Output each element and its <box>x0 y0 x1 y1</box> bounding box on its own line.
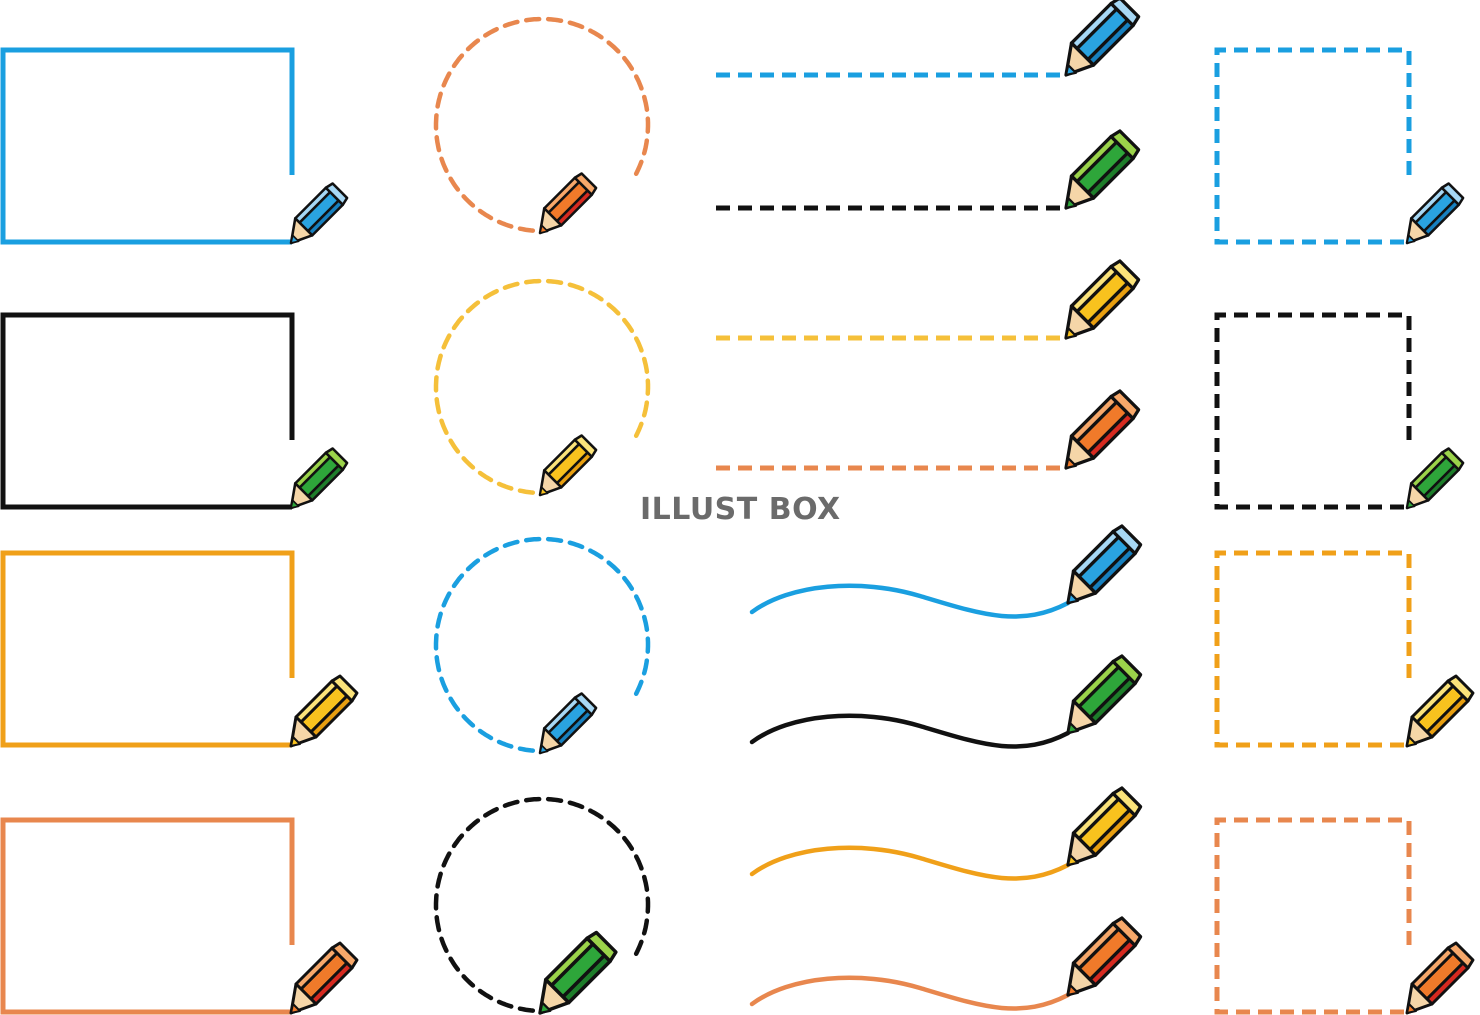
pencil-icon <box>289 182 349 245</box>
dashed-frame <box>1214 312 1465 510</box>
frame-outline <box>0 312 295 510</box>
wave-stroke <box>749 583 1071 619</box>
dashed-circle <box>433 278 651 497</box>
solid-frame <box>0 312 349 510</box>
pencil-icon <box>1066 654 1143 735</box>
dashed-line <box>716 129 1141 211</box>
dashed-frames-column <box>1214 47 1475 1015</box>
pencil-icon <box>538 434 598 497</box>
pencil-icon <box>1066 916 1143 997</box>
solid-frame <box>0 550 359 748</box>
circle-outline <box>433 796 651 1013</box>
frame-outline <box>1214 47 1412 245</box>
frame-outline <box>0 47 295 245</box>
solid-frame <box>0 817 359 1015</box>
frame-outline <box>0 817 295 1015</box>
wavy-line <box>749 916 1143 1011</box>
dashed-circle <box>433 536 651 755</box>
wavy-line <box>749 524 1143 619</box>
pencil-icon <box>1064 0 1141 77</box>
pencil-icon <box>1066 524 1143 605</box>
pencil-icon <box>1405 674 1475 748</box>
dashed-circle <box>433 796 651 1015</box>
dashed-circle <box>433 16 651 235</box>
wavy-line <box>749 654 1143 749</box>
pencil-icon <box>1064 389 1141 470</box>
wave-stroke <box>749 713 1071 749</box>
dashed-line <box>716 0 1141 78</box>
pencil-icon <box>289 941 359 1015</box>
dashed-circles-column <box>433 16 651 1015</box>
circle-outline <box>433 278 651 495</box>
pencil-icon <box>1064 129 1141 210</box>
watermark-text: ILLUST BOX <box>640 492 841 527</box>
dashed-frame <box>1214 817 1475 1015</box>
pencil-icon <box>1405 447 1465 510</box>
circle-outline <box>433 16 651 233</box>
circle-outline <box>433 536 651 753</box>
pencil-icon <box>538 692 598 755</box>
pencil-icon <box>289 674 359 748</box>
pencil-icon <box>1405 941 1475 1015</box>
frame-outline <box>0 550 295 748</box>
pencil-icon <box>538 930 618 1015</box>
dashed-frame <box>1214 550 1475 748</box>
dashed-frame <box>1214 47 1465 245</box>
pencil-icon <box>538 172 598 235</box>
solid-frames-column <box>0 47 359 1015</box>
frame-outline <box>1214 550 1412 748</box>
dashed-lines-group <box>716 0 1141 471</box>
frame-outline <box>1214 312 1412 510</box>
wavy-lines-group <box>749 524 1143 1011</box>
pencil-icon <box>289 447 349 510</box>
wavy-line <box>749 786 1143 881</box>
dashed-line <box>716 389 1141 471</box>
wave-stroke <box>749 845 1071 881</box>
dashed-line <box>716 259 1141 341</box>
pencil-icon <box>1064 259 1141 340</box>
solid-frame <box>0 47 349 245</box>
wave-stroke <box>749 975 1071 1011</box>
pencil-icon <box>1066 786 1143 867</box>
pencil-icon <box>1405 182 1465 245</box>
frame-outline <box>1214 817 1412 1015</box>
